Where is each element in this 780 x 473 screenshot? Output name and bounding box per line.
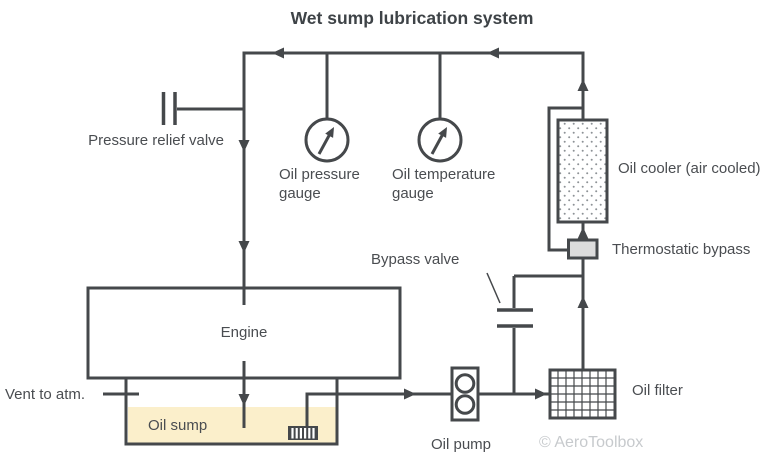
flow-arrow-up-icon bbox=[577, 227, 589, 239]
watermark: © AeroToolbox bbox=[539, 434, 643, 451]
gauge-needle-tip-icon bbox=[325, 127, 334, 138]
oil-pressure-gauge: Oil pressure gauge bbox=[279, 117, 360, 202]
oil-cooler-label: Oil cooler (air cooled) bbox=[618, 160, 761, 177]
diagram-title: Wet sump lubrication system bbox=[291, 8, 534, 28]
oil-filter-label: Oil filter bbox=[632, 382, 683, 399]
flow-arrow-up-icon bbox=[577, 296, 589, 308]
pressure-relief-valve-label: Pressure relief valve bbox=[88, 132, 224, 149]
vent-to-atm-label: Vent to atm. bbox=[5, 386, 85, 403]
thermostatic-bypass-box bbox=[567, 238, 599, 260]
thermostatic-bypass: Thermostatic bypass bbox=[567, 238, 750, 260]
oil-pressure-gauge-label: Oil pressure bbox=[279, 166, 360, 183]
cooler-bypass-pipe bbox=[547, 106, 583, 252]
bypass-valve: Bypass valve bbox=[371, 251, 533, 328]
flow-arrow-down-icon bbox=[238, 241, 250, 253]
pump-gear-icon bbox=[454, 373, 476, 394]
flow-arrow-down-icon bbox=[238, 140, 250, 152]
oil-temperature-gauge: Oil temperature gauge bbox=[392, 117, 495, 202]
oil-filter-mesh-icon bbox=[550, 370, 615, 418]
oil-temperature-gauge-label: Oil temperature bbox=[392, 166, 495, 183]
oil-temperature-gauge-label2: gauge bbox=[392, 185, 434, 202]
flow-arrows bbox=[238, 47, 589, 406]
engine-label: Engine bbox=[221, 324, 268, 341]
oil-pump: Oil pump bbox=[431, 366, 491, 453]
oil-pump-label: Oil pump bbox=[431, 436, 491, 453]
oil-pickup-strainer bbox=[288, 426, 318, 440]
bypass-valve-label: Bypass valve bbox=[371, 251, 459, 268]
strainer-icon bbox=[288, 426, 318, 440]
pump-gear-icon bbox=[454, 394, 476, 415]
suction-pipe bbox=[305, 392, 452, 426]
oil-filter: Oil filter bbox=[548, 368, 683, 420]
oil-sump-walls bbox=[124, 378, 339, 446]
gauge-needle-icon bbox=[317, 131, 333, 155]
bypass-valve-pointer-line bbox=[486, 272, 501, 304]
flow-arrow-left-icon bbox=[272, 47, 284, 59]
flow-arrow-right-icon bbox=[404, 388, 416, 400]
flow-arrow-down-icon bbox=[238, 394, 250, 406]
flow-arrow-up-icon bbox=[577, 79, 589, 91]
oil-pressure-gauge-label2: gauge bbox=[279, 185, 321, 202]
pressure-relief-valve: Pressure relief valve bbox=[88, 92, 224, 149]
oil-cooler: Oil cooler (air cooled) bbox=[556, 118, 761, 224]
flow-arrow-left-icon bbox=[487, 47, 499, 59]
thermostatic-bypass-label: Thermostatic bypass bbox=[612, 241, 750, 258]
oil-cooler-box bbox=[556, 118, 609, 224]
gauge-needle-icon bbox=[430, 131, 446, 155]
oil-sump-label: Oil sump bbox=[148, 417, 207, 434]
gauge-needle-tip-icon bbox=[438, 127, 447, 138]
flow-arrow-right-icon bbox=[535, 388, 547, 400]
